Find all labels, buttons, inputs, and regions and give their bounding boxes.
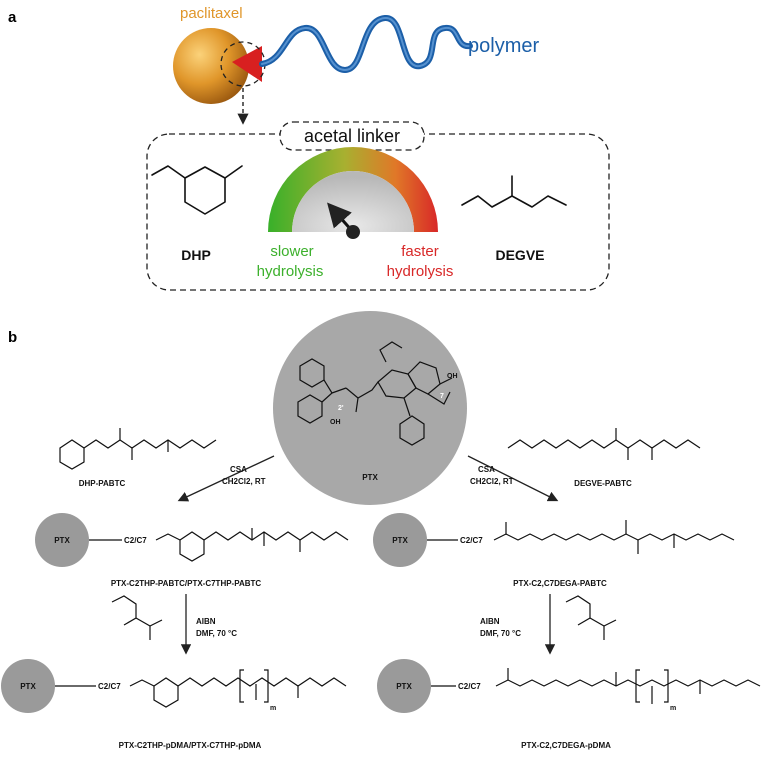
bot-right-chain: [495, 668, 761, 704]
ptx-node-bot-right: [377, 659, 431, 713]
ptx-center-label: PTX: [362, 473, 378, 482]
cond1-right-1: CSA: [478, 465, 495, 474]
bot-left-position: C2/C7: [98, 682, 121, 691]
mid-right-chain: [493, 520, 735, 554]
c2prime-position-label: 2': [338, 405, 344, 412]
linker-title: acetal linker: [304, 126, 400, 146]
mid-right-position: C2/C7: [460, 536, 483, 545]
m-subscript-left: m: [270, 705, 276, 712]
dhp-pabtc-structure: [59, 428, 217, 470]
bot-left-label: PTX-C2THP-pDMA/PTX-C7THP-pDMA: [119, 741, 262, 750]
ptx-big-circle: [273, 311, 467, 505]
faster-label: faster: [401, 243, 439, 260]
dhp-pabtc-label: DHP-PABTC: [79, 479, 126, 488]
ptx-node-bot-left-label: PTX: [20, 682, 36, 691]
paclitaxel-sphere: [173, 28, 249, 104]
dma-monomer-left: [111, 595, 163, 640]
oh-atom-label-2: OH: [330, 419, 341, 426]
cond2-right-1: AIBN: [480, 617, 500, 626]
paclitaxel-structure: [297, 341, 453, 446]
cond2-left-1: AIBN: [196, 617, 216, 626]
degve-pabtc-structure: [507, 428, 701, 460]
c7-position-label: 7: [440, 393, 444, 400]
cond1-left-1: CSA: [230, 465, 247, 474]
bot-right-label: PTX-C2,C7DEGA-pDMA: [521, 741, 611, 750]
degve-pabtc-label: DEGVE-PABTC: [574, 479, 632, 488]
dma-monomer-right: [565, 595, 617, 640]
paclitaxel-label: paclitaxel: [180, 5, 243, 22]
ptx-node-mid-right-label: PTX: [392, 536, 408, 545]
mid-left-position: C2/C7: [124, 536, 147, 545]
m-subscript-right: m: [670, 705, 676, 712]
ptx-node-bot-left: [1, 659, 55, 713]
slower-hydrolysis-label: hydrolysis: [257, 263, 324, 280]
ptx-node-bot-right-label: PTX: [396, 682, 412, 691]
dhp-structure: [151, 165, 243, 215]
cond1-right-2: CH2Cl2, RT: [470, 477, 514, 486]
ptx-node-mid-left: [35, 513, 89, 567]
mid-left-chain: [155, 528, 349, 562]
degve-label: DEGVE: [495, 247, 544, 263]
cond2-right-2: DMF, 70 °C: [480, 629, 521, 638]
polymer-chain: [259, 15, 473, 74]
mid-right-label: PTX-C2,C7DEGA-PABTC: [513, 579, 607, 588]
polymer-label: polymer: [468, 35, 539, 57]
panel-a-label: a: [8, 9, 17, 26]
arrow-step1-right: [467, 455, 559, 502]
linker-title-box: [279, 121, 425, 151]
ptx-node-mid-left-label: PTX: [54, 536, 70, 545]
faster-hydrolysis-label: hydrolysis: [387, 263, 454, 280]
mid-left-label: PTX-C2THP-PABTC/PTX-C7THP-PABTC: [111, 579, 262, 588]
cond2-left-2: DMF, 70 °C: [196, 629, 237, 638]
linker-cone: [232, 46, 262, 82]
bot-right-position: C2/C7: [458, 682, 481, 691]
hydrolysis-gauge: [268, 147, 438, 239]
ptx-node-mid-right: [373, 513, 427, 567]
slower-label: slower: [270, 243, 313, 260]
cond1-left-2: CH2Cl2, RT: [222, 477, 266, 486]
degve-structure: [461, 175, 567, 208]
bot-left-chain: [129, 669, 347, 708]
arrow-step1-left: [177, 455, 275, 502]
dhp-label: DHP: [181, 247, 211, 263]
panel-b-label: b: [8, 329, 17, 346]
oh-atom-label: OH: [447, 373, 458, 380]
